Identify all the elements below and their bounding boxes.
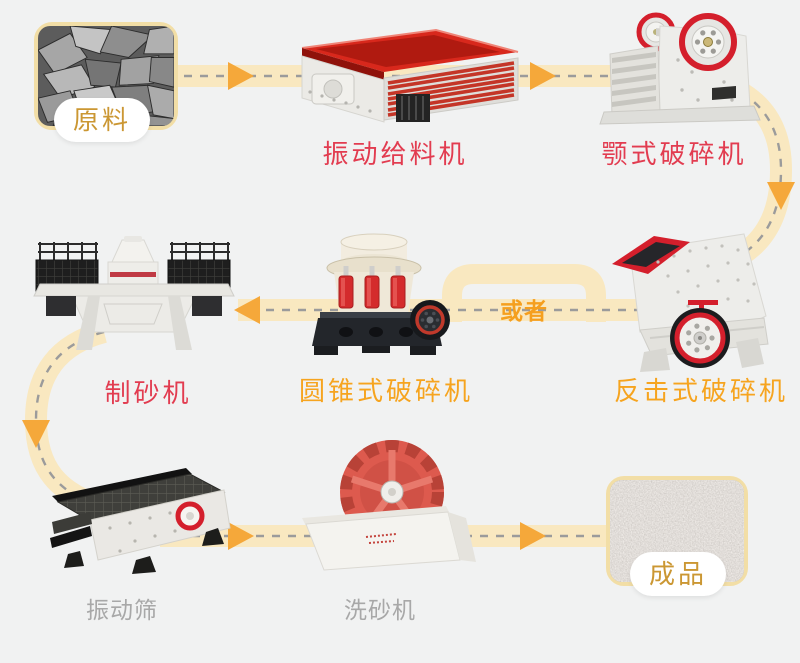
- raw-material-label: 原料: [54, 98, 151, 142]
- sand-maker-illustration: [33, 236, 235, 350]
- arrow-right-icon: [228, 522, 254, 550]
- sand-maker-label: 制砂机: [104, 378, 192, 408]
- impact-crusher-illustration: [612, 233, 769, 372]
- vibrating-screen-label: 振动筛: [86, 597, 158, 623]
- vibrating-feeder-label: 振动给料机: [322, 139, 468, 169]
- sand-washer-label: 洗砂机: [344, 597, 416, 623]
- jaw-crusher-label: 颚式破碎机: [601, 139, 747, 169]
- arrow-down-icon: [767, 182, 795, 210]
- finished-product-tile: 成品: [606, 476, 748, 596]
- flow-arrowheads: [22, 62, 795, 550]
- impact-crusher-icon: [612, 233, 769, 372]
- jaw-crusher-illustration: [599, 12, 761, 125]
- impact-crusher-label: 反击式破碎机: [613, 376, 789, 406]
- cone-crusher-icon: [312, 233, 450, 355]
- arrow-right-icon: [520, 522, 546, 550]
- arrow-left-icon: [234, 296, 260, 324]
- raw-material-tile: 原料: [34, 22, 178, 142]
- arrow-down-icon: [22, 420, 50, 448]
- arrow-right-icon: [228, 62, 254, 90]
- cone-crusher-illustration: [312, 233, 450, 355]
- jaw-crusher-icon: [599, 12, 761, 125]
- vibrating-feeder-illustration: [301, 28, 519, 123]
- finished-product-label: 成品: [630, 552, 727, 596]
- cone-crusher-label: 圆锥式破碎机: [298, 376, 474, 406]
- vibrating-screen-icon: [50, 468, 231, 574]
- or-connector-label: 或者: [500, 298, 548, 324]
- vibrating-screen-illustration: [50, 468, 231, 574]
- arrow-right-icon: [530, 62, 556, 90]
- sand-washer-illustration: [302, 440, 476, 571]
- vibrating-feeder-icon: [301, 28, 519, 123]
- sand-washer-icon: [302, 440, 476, 571]
- sand-maker-icon: [33, 236, 235, 350]
- or-bridge-band: [442, 264, 606, 322]
